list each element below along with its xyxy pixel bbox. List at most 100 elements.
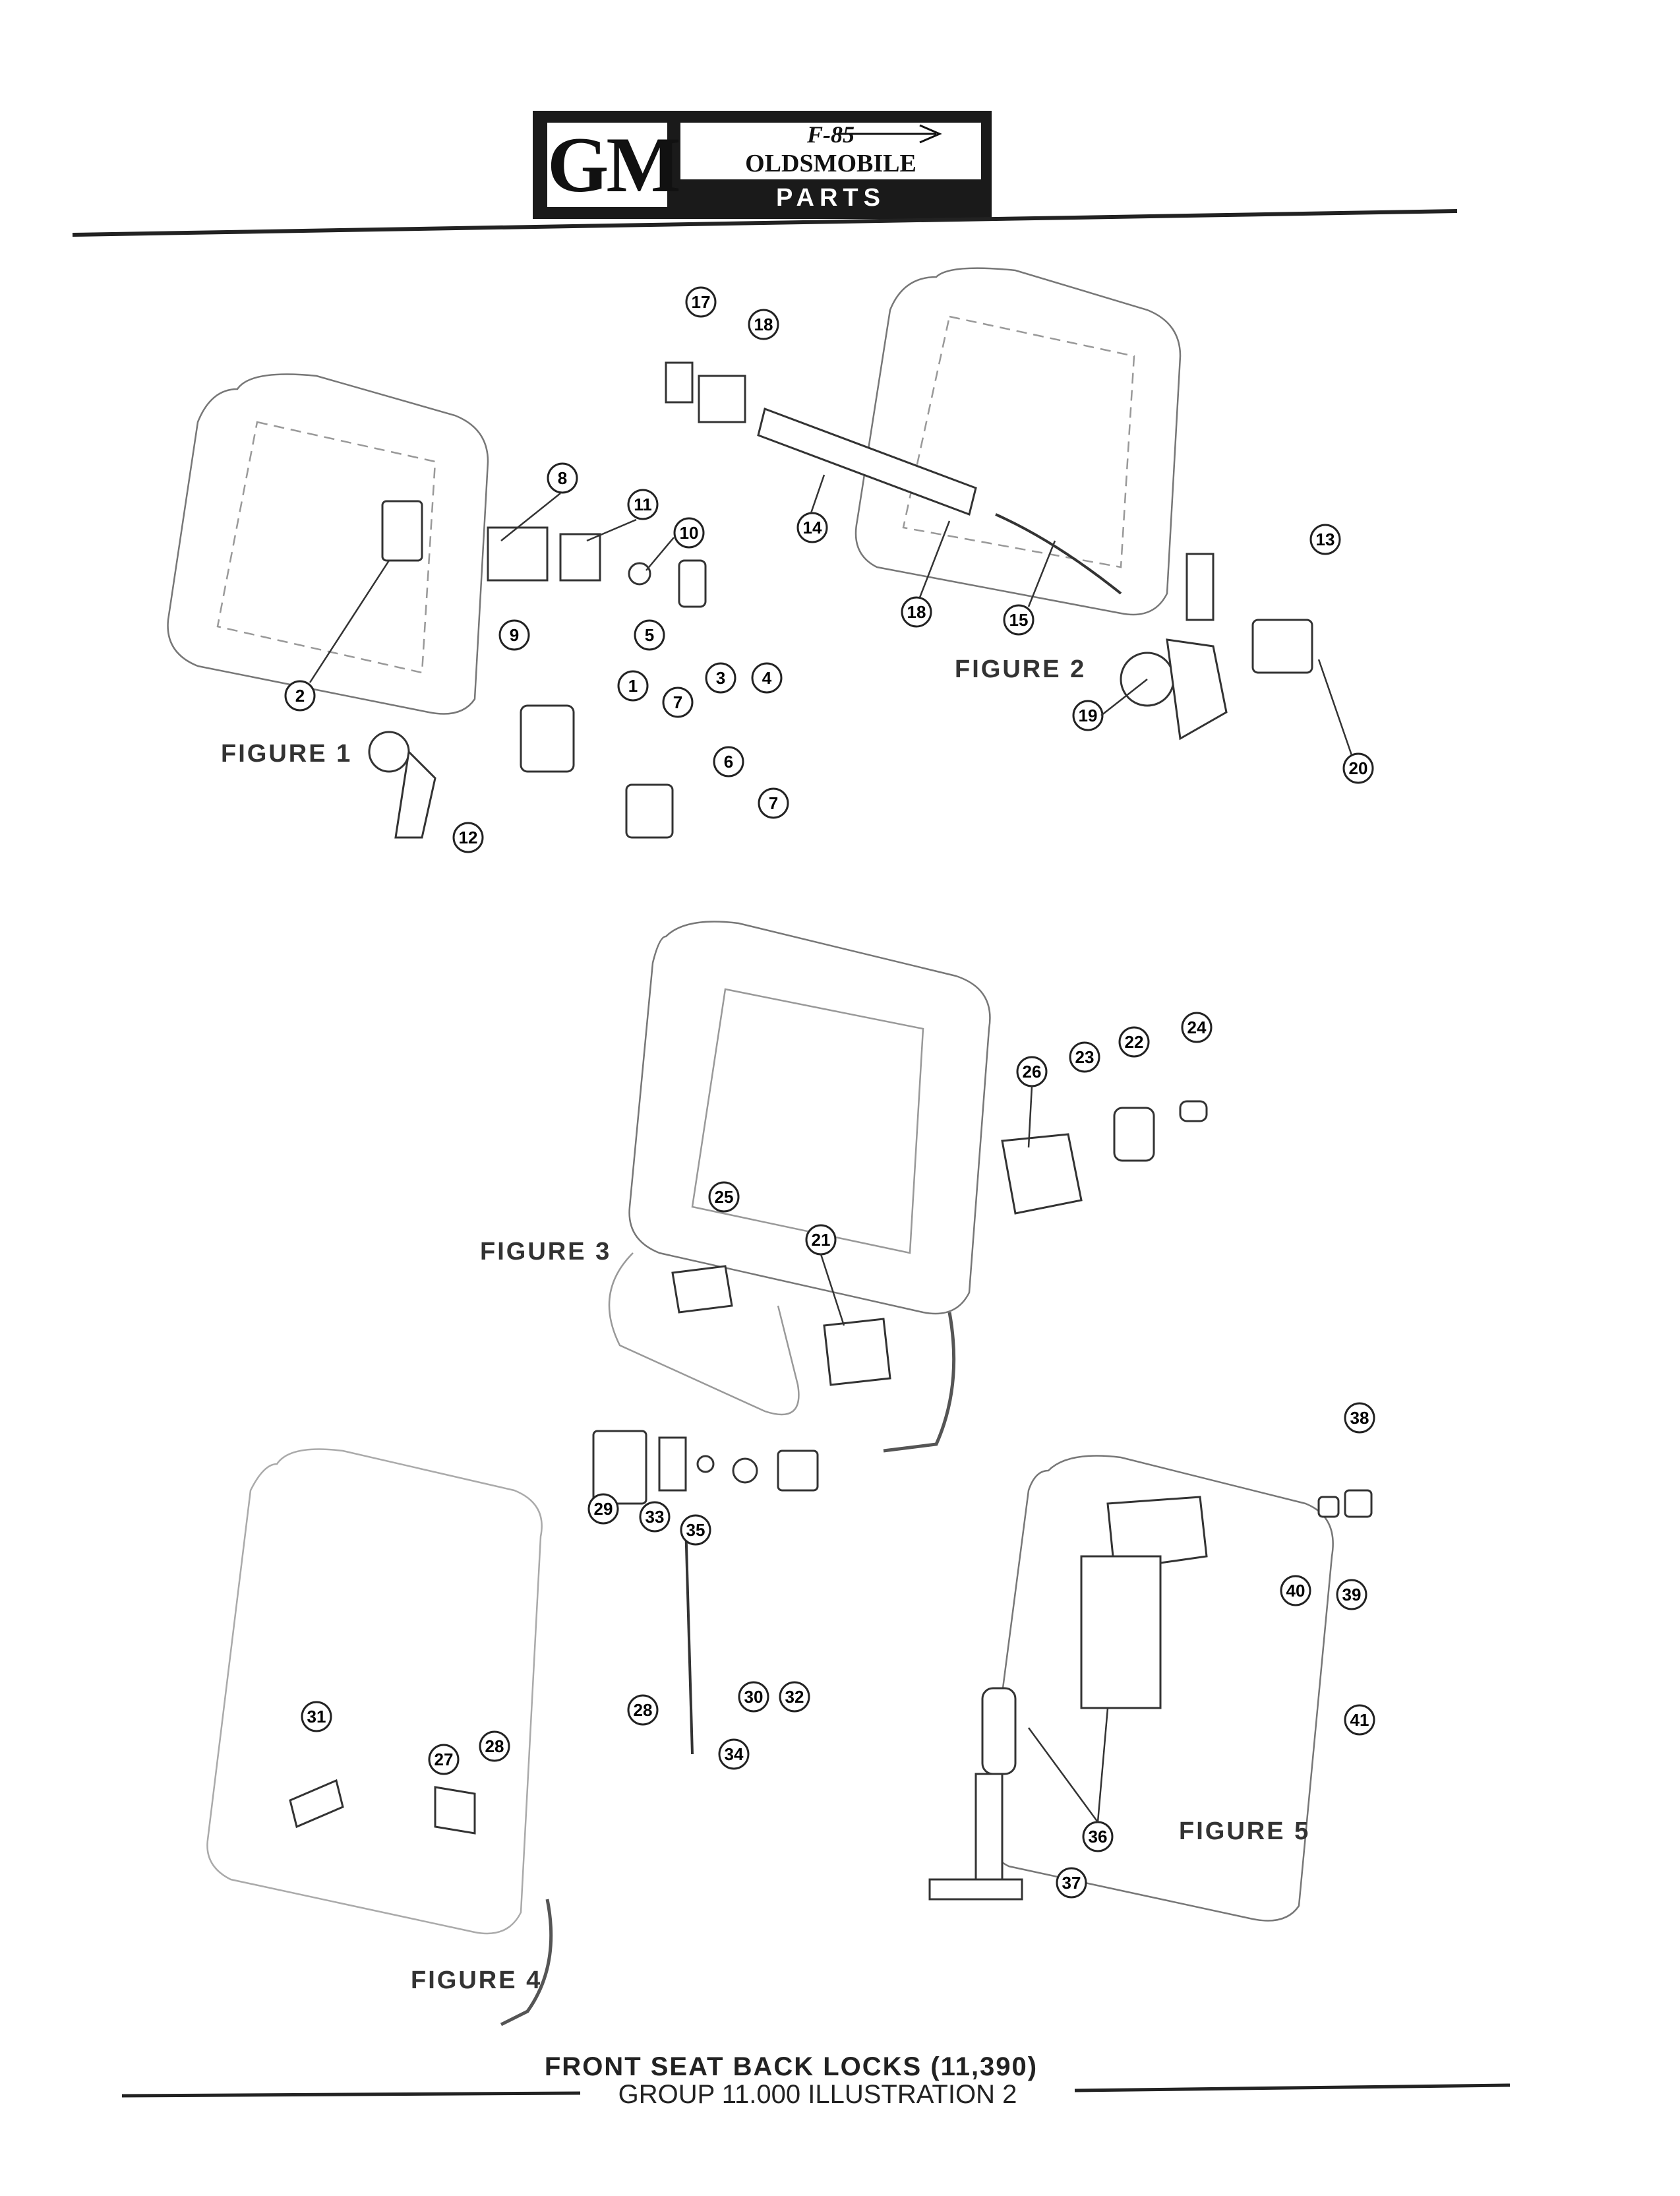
callout-37: 37 [1056, 1867, 1087, 1899]
svg-text:15: 15 [1009, 610, 1029, 630]
svg-text:14: 14 [803, 518, 822, 537]
make-name: OLDSMOBILE [745, 150, 916, 177]
svg-text:3: 3 [716, 668, 725, 688]
svg-text:19: 19 [1079, 706, 1098, 725]
svg-text:39: 39 [1342, 1585, 1362, 1604]
svg-text:18: 18 [754, 315, 773, 334]
svg-text:5: 5 [645, 625, 654, 645]
svg-text:4: 4 [762, 668, 772, 688]
svg-text:40: 40 [1286, 1581, 1305, 1601]
callout-2: 2 [284, 680, 316, 712]
callout-24: 24 [1181, 1012, 1213, 1043]
callout-6: 6 [713, 746, 744, 778]
callout-7: 7 [662, 686, 694, 718]
figure-3-label: FIGURE 3 [480, 1238, 612, 1266]
svg-text:25: 25 [715, 1187, 734, 1207]
svg-text:22: 22 [1125, 1032, 1144, 1052]
svg-text:30: 30 [744, 1687, 764, 1707]
callout-9: 9 [498, 619, 530, 651]
callout-25: 25 [708, 1181, 740, 1213]
svg-text:35: 35 [686, 1520, 705, 1540]
callout-18: 18 [748, 309, 779, 340]
callout-41: 41 [1344, 1704, 1375, 1736]
callout-35: 35 [680, 1514, 711, 1546]
callout-14: 14 [796, 512, 828, 543]
figure-2-label: FIGURE 2 [955, 656, 1087, 683]
callout-3: 3 [705, 662, 736, 694]
callout-27: 27 [428, 1744, 460, 1775]
callout-40: 40 [1280, 1575, 1311, 1606]
callout-21: 21 [805, 1224, 837, 1256]
callout-5: 5 [634, 619, 665, 651]
figure-4-label: FIGURE 4 [411, 1967, 543, 1994]
callout-36: 36 [1082, 1821, 1114, 1852]
svg-text:6: 6 [724, 752, 733, 772]
svg-text:21: 21 [812, 1230, 831, 1250]
svg-text:18: 18 [907, 602, 926, 622]
svg-text:29: 29 [594, 1499, 613, 1519]
svg-text:28: 28 [485, 1736, 504, 1756]
svg-text:11: 11 [634, 495, 652, 514]
svg-text:41: 41 [1350, 1710, 1369, 1730]
callout-38: 38 [1344, 1402, 1375, 1434]
callout-11: 11 [627, 489, 659, 520]
svg-text:24: 24 [1187, 1018, 1207, 1037]
callout-20: 20 [1342, 752, 1374, 784]
callout-13: 13 [1309, 524, 1341, 555]
callout-26: 26 [1016, 1056, 1048, 1087]
page-footer: GROUP 11.000 ILLUSTRATION 2 [618, 2080, 1017, 2109]
svg-text:27: 27 [435, 1750, 454, 1769]
callout-32: 32 [779, 1681, 810, 1713]
svg-text:2: 2 [295, 686, 305, 706]
seat-outlines [167, 267, 1334, 2027]
svg-text:32: 32 [785, 1687, 804, 1707]
callout-28: 28 [627, 1694, 659, 1726]
svg-text:23: 23 [1075, 1047, 1095, 1067]
callout-29: 29 [587, 1493, 619, 1525]
callout-8: 8 [547, 462, 578, 494]
callout-1: 1 [617, 670, 649, 702]
callout-23: 23 [1069, 1041, 1100, 1073]
svg-text:20: 20 [1349, 758, 1368, 778]
svg-text:36: 36 [1089, 1827, 1108, 1846]
hardware-parts [289, 361, 1373, 1901]
svg-text:7: 7 [769, 793, 778, 813]
leader-lines [309, 474, 1353, 1823]
svg-text:12: 12 [459, 828, 478, 847]
svg-text:9: 9 [510, 625, 519, 645]
callout-17: 17 [685, 286, 717, 318]
callout-30: 30 [738, 1681, 769, 1713]
svg-text:10: 10 [680, 523, 699, 543]
header-rule [72, 209, 1458, 237]
gm-brand-mark: GM [545, 120, 681, 210]
svg-text:8: 8 [558, 468, 567, 488]
svg-text:26: 26 [1023, 1062, 1042, 1082]
svg-text:1: 1 [628, 676, 638, 696]
callout-15: 15 [1003, 604, 1035, 636]
svg-text:37: 37 [1062, 1873, 1081, 1893]
callout-39: 39 [1336, 1579, 1367, 1610]
callout-34: 34 [718, 1738, 750, 1770]
svg-text:31: 31 [307, 1707, 326, 1726]
figure-1-label: FIGURE 1 [221, 740, 353, 768]
callout-7b: 7 [758, 787, 789, 819]
callout-numbers: 2 8 11 10 9 5 3 4 1 7 12 6 7 17 18 14 18… [284, 286, 1375, 1899]
callout-4: 4 [751, 662, 783, 694]
svg-text:28: 28 [634, 1700, 653, 1720]
callout-22: 22 [1118, 1026, 1150, 1058]
callout-19: 19 [1072, 700, 1104, 731]
svg-text:13: 13 [1316, 530, 1335, 549]
callout-31: 31 [301, 1701, 332, 1732]
callout-10: 10 [673, 517, 705, 549]
footer-rule-left [121, 2091, 581, 2098]
callout-12: 12 [452, 822, 484, 853]
svg-text:33: 33 [645, 1507, 665, 1527]
figure-5-label: FIGURE 5 [1179, 1817, 1311, 1845]
footer-rule-right [1074, 2083, 1511, 2092]
svg-text:17: 17 [692, 292, 711, 312]
svg-text:38: 38 [1350, 1408, 1369, 1428]
svg-text:34: 34 [725, 1744, 744, 1764]
callout-28b: 28 [479, 1730, 510, 1762]
